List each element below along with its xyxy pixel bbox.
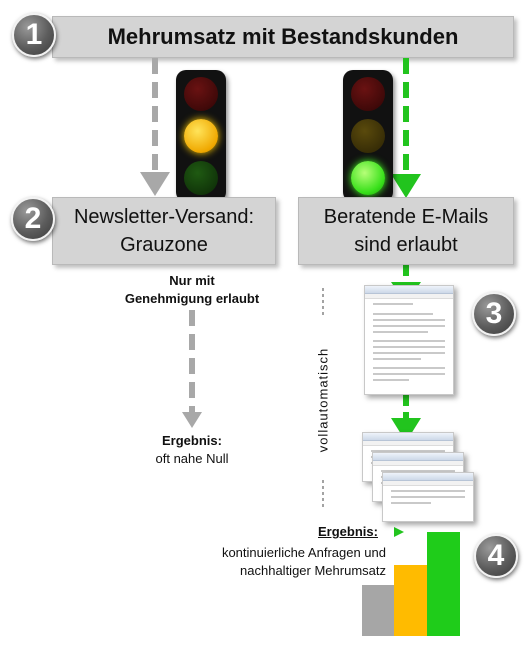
grey-arrowhead-bottom <box>182 412 202 428</box>
page-title: Mehrumsatz mit Bestandskunden <box>107 24 459 49</box>
newsletter-box-line2: Grauzone <box>120 234 208 256</box>
right-result-line2: nachhaltiger Mehrumsatz <box>240 563 386 578</box>
traffic-light-left <box>176 70 226 202</box>
result-bar-chart <box>362 532 460 636</box>
beratende-box-line2: sind erlaubt <box>354 234 458 256</box>
beratende-emails-box: Beratende E-Mails sind erlaubt <box>298 197 514 265</box>
left-result-text: oft nahe Null <box>155 451 229 466</box>
email-window-front <box>382 472 474 522</box>
result-bar-orange <box>394 565 427 636</box>
approval-note-line1: Nur mit <box>169 273 215 288</box>
result-bar-green <box>427 532 460 636</box>
step-badge-3: 3 <box>472 292 516 336</box>
yellow-lamp-on <box>184 119 218 153</box>
right-result-line1: kontinuierliche Anfragen und <box>221 545 386 560</box>
red-lamp-off <box>184 77 218 111</box>
right-result-text: kontinuierliche Anfragen und nachhaltige… <box>160 544 386 580</box>
yellow-lamp-off <box>351 119 385 153</box>
left-result: Ergebnis: oft nahe Null <box>112 432 272 468</box>
newsletter-box: Newsletter-Versand: Grauzone <box>52 197 276 265</box>
step-badge-1: 1 <box>12 13 56 57</box>
step-badge-4: 4 <box>474 534 518 578</box>
right-result-label: Ergebnis: <box>318 524 378 539</box>
green-pointer-triangle <box>394 527 404 537</box>
red-lamp-off <box>351 77 385 111</box>
left-result-label: Ergebnis: <box>162 433 222 448</box>
traffic-light-right <box>343 70 393 202</box>
email-document-preview <box>364 285 454 395</box>
approval-note-line2: Genehmigung erlaubt <box>124 291 260 306</box>
vollautomatisch-label: vollautomatisch <box>315 347 331 453</box>
green-lamp-off <box>184 161 218 195</box>
green-arrowhead-top <box>391 174 421 198</box>
result-bar-grey <box>362 585 394 636</box>
step-badge-2: 2 <box>11 197 55 241</box>
green-arrowhead-bottom <box>391 418 421 442</box>
grey-arrowhead-top <box>140 172 170 196</box>
title-box: Mehrumsatz mit Bestandskunden <box>52 16 514 58</box>
green-lamp-on <box>351 161 385 195</box>
approval-note: Nur mit Genehmigung erlaubt <box>102 272 282 308</box>
beratende-box-line1: Beratende E-Mails <box>323 206 489 228</box>
newsletter-box-line1: Newsletter-Versand: <box>73 206 255 228</box>
